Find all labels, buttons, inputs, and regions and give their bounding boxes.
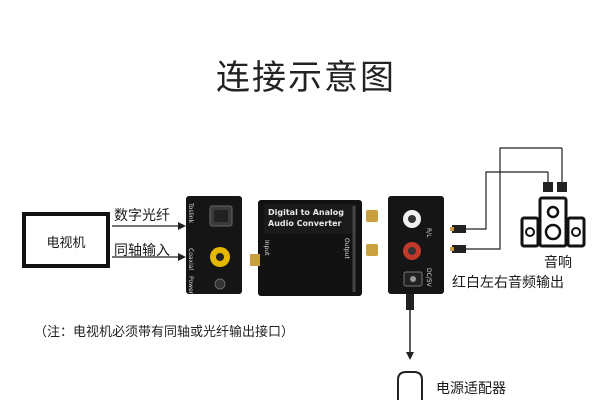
optical-cable xyxy=(112,222,186,230)
converter-box xyxy=(250,200,378,296)
rl-label: R/L xyxy=(425,228,432,238)
output-side-panel xyxy=(388,196,444,294)
speaker-cables xyxy=(466,147,563,250)
coaxial-cable xyxy=(112,253,186,261)
converter-input-label: Input xyxy=(263,240,270,256)
diagram-title: 连接示意图 xyxy=(216,58,396,98)
speaker-icon xyxy=(520,196,586,248)
rca-plugs xyxy=(450,225,466,253)
coaxial-port-label: Coaxial xyxy=(187,248,194,271)
speaker-label: 音响 xyxy=(544,255,572,271)
dc-label: DC/5V xyxy=(425,268,432,287)
power-adapter-label: 电源适配器 xyxy=(436,381,506,397)
converter-line1: Digital to Analog xyxy=(268,208,344,217)
toslink-label: Toslink xyxy=(187,203,194,224)
converter-output-label: Output xyxy=(343,238,350,259)
rca-output-label: 红白左右音频输出 xyxy=(452,275,564,291)
power-cable xyxy=(406,294,414,360)
optical-label: 数字光纤 xyxy=(114,208,170,224)
converter-line2: Audio Converter xyxy=(268,219,342,228)
power-adapter-icon xyxy=(397,371,423,400)
coaxial-label: 同轴输入 xyxy=(114,243,170,259)
tv-icon xyxy=(22,212,110,268)
speaker-plugs xyxy=(543,182,567,192)
footnote: （注：电视机必须带有同轴或光纤输出接口） xyxy=(34,325,295,340)
power-port-label: Power xyxy=(187,276,194,295)
tv-label: 电视机 xyxy=(46,236,86,251)
input-side-panel xyxy=(186,196,242,294)
